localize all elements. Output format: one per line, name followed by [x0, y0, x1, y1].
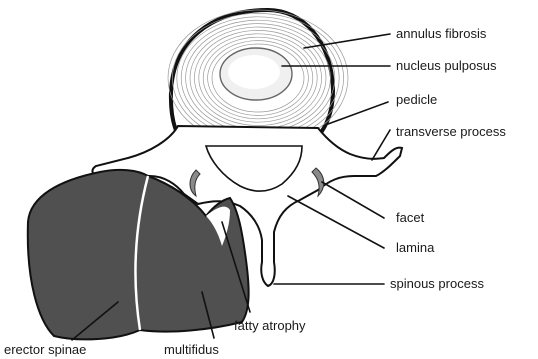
label-spinous-process: spinous process — [390, 276, 484, 291]
label-erector-spinae: erector spinae — [4, 342, 86, 357]
leader-pedicle — [328, 102, 388, 124]
label-annulus-fibrosis: annulus fibrosis — [396, 26, 487, 41]
leader-facet — [322, 182, 384, 218]
label-nucleus-pulposus: nucleus pulposus — [396, 58, 497, 73]
nucleus-core — [228, 55, 280, 89]
leader-lamina — [288, 196, 384, 248]
label-facet: facet — [396, 210, 425, 225]
label-transverse-process: transverse process — [396, 124, 506, 139]
label-fatty-atrophy: fatty atrophy — [234, 318, 306, 333]
label-pedicle: pedicle — [396, 92, 437, 107]
erector-spinae-muscle — [28, 170, 148, 339]
label-multifidus: multifidus — [164, 342, 219, 357]
label-lamina: lamina — [396, 240, 435, 255]
